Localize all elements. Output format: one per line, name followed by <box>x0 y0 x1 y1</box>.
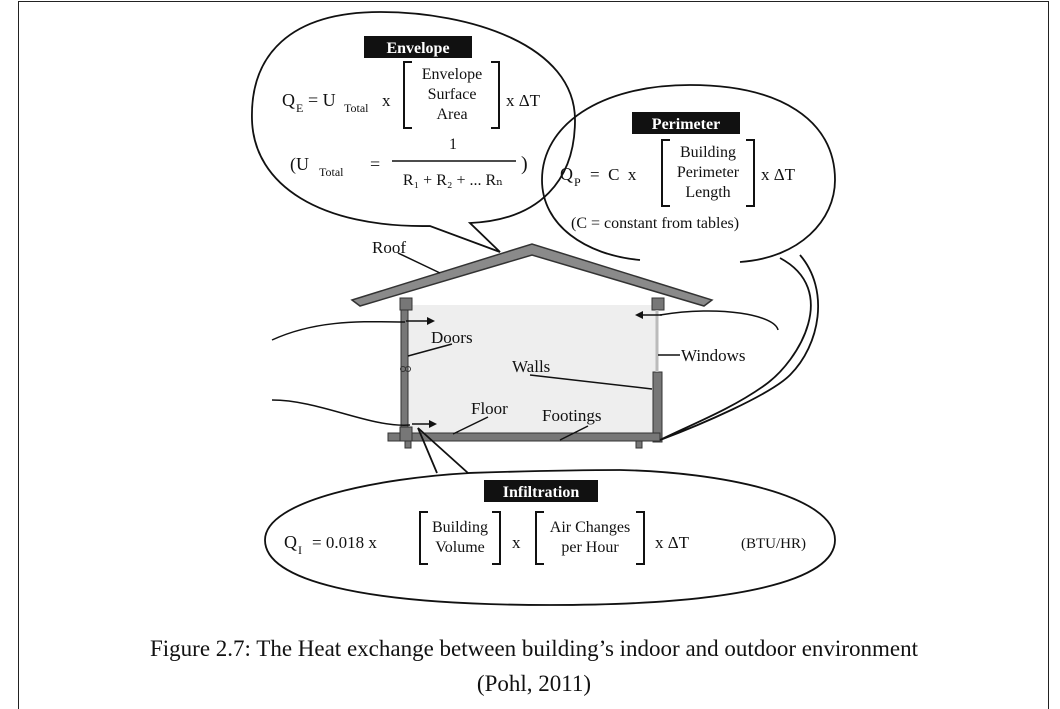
infiltration-balloon <box>264 427 836 606</box>
label-windows: Windows <box>681 346 745 365</box>
envelope-q: Q <box>282 90 295 110</box>
perimeter-eq: = C x <box>590 165 637 184</box>
perimeter-tail <box>659 254 819 441</box>
infiltration-units: (BTU/HR) <box>741 536 806 552</box>
leader-roof <box>397 252 441 274</box>
label-roof: Roof <box>372 238 406 257</box>
infiltration-times: x <box>512 533 521 552</box>
envelope-bracket-left <box>403 61 412 129</box>
leader-doors <box>407 343 453 357</box>
figure-citation: (Pohl, 2011) <box>476 671 592 696</box>
footing-block-right <box>635 440 643 449</box>
leader-walls <box>529 374 653 390</box>
leader-footings <box>559 425 589 441</box>
perimeter-note: (C = constant from tables) <box>571 215 739 232</box>
envelope-numerator: 1 <box>449 136 457 153</box>
eave-left <box>399 297 413 311</box>
right-wall <box>652 371 663 443</box>
envelope-eq-u: = U <box>308 90 336 110</box>
roof-shape <box>350 243 714 307</box>
infiltration-title: Infiltration <box>503 484 580 501</box>
footing-left <box>399 426 413 442</box>
envelope-q-sub: E <box>296 101 303 115</box>
envelope-matrix-1: Envelope <box>422 66 482 83</box>
envelope-balloon <box>251 11 576 253</box>
label-floor: Floor <box>471 399 508 418</box>
door-knob-2 <box>405 366 411 372</box>
envelope-u-sub: Total <box>344 101 369 115</box>
envelope-u-sub-2: Total <box>319 165 344 179</box>
envelope-title: Envelope <box>386 40 449 57</box>
wind-left-bottom <box>271 399 411 426</box>
envelope-delta-t: x ΔT <box>506 91 541 110</box>
envelope-eq-2: = <box>370 154 380 174</box>
label-walls: Walls <box>512 357 550 376</box>
house-interior <box>408 305 656 438</box>
envelope-open-paren: (U <box>290 154 309 175</box>
footing-block-left <box>404 440 412 449</box>
envelope-bracket-right <box>491 61 500 129</box>
eave-right <box>651 297 665 311</box>
perimeter-q: Q <box>560 164 573 184</box>
arrow-left-top-head <box>427 317 435 325</box>
figure-frame <box>18 1 1049 709</box>
perimeter-title-box <box>632 112 740 134</box>
perimeter-bracket-left <box>661 139 670 207</box>
infiltration-q-sub: I <box>298 543 302 557</box>
wind-left-top <box>271 320 406 341</box>
figure-caption: Figure 2.7: The Heat exchange between bu… <box>150 636 918 661</box>
infiltration-matrix1-1: Building <box>432 519 488 536</box>
envelope-times: x <box>382 91 391 110</box>
infiltration-bracket1-left <box>419 511 428 565</box>
wind-right <box>659 310 779 331</box>
envelope-matrix-3: Area <box>436 106 467 123</box>
infiltration-title-box <box>484 480 598 502</box>
floor-slab <box>387 432 661 442</box>
infiltration-matrix2-1: Air Changes <box>550 519 630 536</box>
envelope-denominator: R₁ + R₂ + ... Rₙ <box>403 172 503 189</box>
perimeter-delta-t: x ΔT <box>761 165 796 184</box>
infiltration-matrix2-2: per Hour <box>561 539 619 556</box>
label-doors: Doors <box>431 328 473 347</box>
label-footings: Footings <box>542 406 602 425</box>
infiltration-bracket1-right <box>492 511 501 565</box>
perimeter-bracket-right <box>746 139 755 207</box>
envelope-close-paren: ) <box>521 153 528 175</box>
infiltration-bracket2-right <box>636 511 645 565</box>
arrow-left-bottom-head <box>429 420 437 428</box>
leader-floor <box>452 416 489 435</box>
infiltration-eq: = 0.018 x <box>312 533 377 552</box>
envelope-matrix-2: Surface <box>428 86 477 103</box>
infiltration-matrix1-2: Volume <box>435 539 484 556</box>
infiltration-q: Q <box>284 532 297 552</box>
perimeter-q-sub: P <box>574 175 581 189</box>
infiltration-bracket2-left <box>535 511 544 565</box>
left-wall <box>400 309 409 429</box>
perimeter-matrix-3: Length <box>685 184 730 201</box>
perimeter-matrix-1: Building <box>680 144 736 161</box>
perimeter-title: Perimeter <box>652 116 720 133</box>
envelope-title-box <box>364 36 472 58</box>
arrow-right-head <box>635 311 643 319</box>
perimeter-matrix-2: Perimeter <box>677 164 740 181</box>
infiltration-delta-t: x ΔT <box>655 533 690 552</box>
perimeter-balloon <box>541 84 836 263</box>
